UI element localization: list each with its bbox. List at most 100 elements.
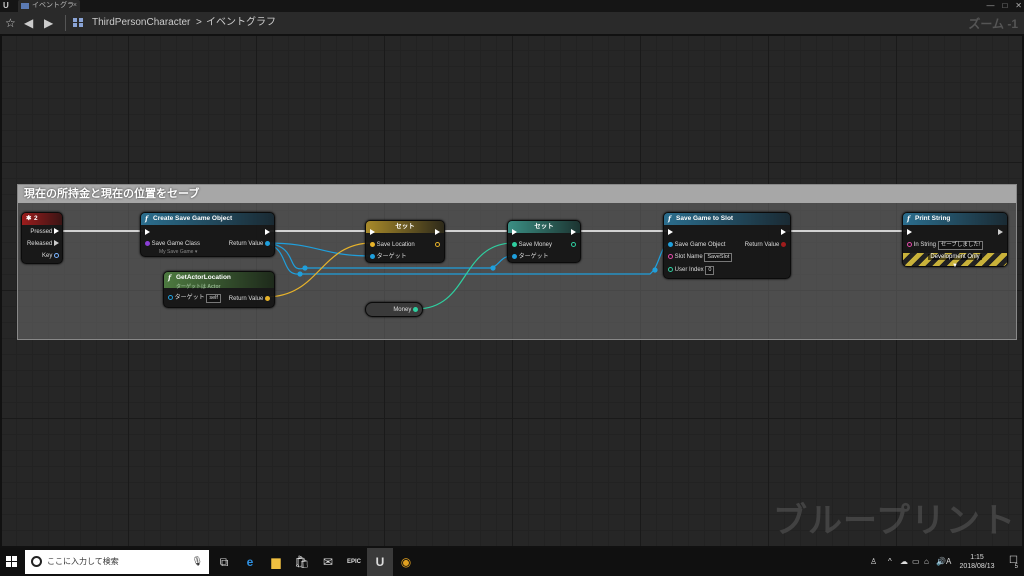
tray-expand-icon[interactable]: ^ bbox=[888, 557, 892, 566]
set-save-location-node[interactable]: セット Save Location ターゲット bbox=[365, 220, 445, 263]
exec-pin-icon[interactable] bbox=[265, 229, 270, 236]
exec-pin-icon[interactable] bbox=[512, 229, 517, 236]
volume-icon[interactable]: 🔊 bbox=[936, 557, 946, 566]
object-pin-icon[interactable] bbox=[168, 294, 173, 300]
maximize-button[interactable]: □ bbox=[1002, 1, 1008, 10]
pin-save-game-object[interactable]: Save Game Object bbox=[668, 241, 725, 249]
pin-pressed[interactable]: Pressed bbox=[30, 228, 59, 236]
pin-return-value[interactable]: Return Value bbox=[229, 295, 270, 303]
close-button[interactable]: ✕ bbox=[1015, 1, 1022, 10]
float-pin-icon[interactable] bbox=[571, 241, 576, 247]
pin-slot-name[interactable]: Slot Name SaveSlot bbox=[668, 253, 733, 262]
task-view-icon[interactable]: ⧉ bbox=[219, 555, 229, 569]
class-dropdown[interactable]: My Save Game ▾ bbox=[159, 249, 198, 255]
money-variable-node[interactable]: Money bbox=[365, 302, 423, 317]
unreal-editor-icon[interactable]: U bbox=[375, 555, 385, 569]
int-pin-icon[interactable] bbox=[668, 266, 673, 272]
file-explorer-icon[interactable]: ▆ bbox=[271, 555, 281, 569]
exec-in-pin[interactable] bbox=[145, 229, 150, 237]
object-pin-icon[interactable] bbox=[370, 253, 375, 259]
key-event-node[interactable]: ✱ 2 Pressed Released Key bbox=[21, 212, 63, 264]
blueprint-graph[interactable]: 現在の所持金と現在の位置をセーブ ✱ 2 Pressed Released Ke… bbox=[0, 34, 1024, 548]
pin-output-money[interactable] bbox=[571, 241, 576, 249]
in-string-field[interactable]: セーブしました! bbox=[937, 241, 984, 250]
pin-save-location[interactable]: Save Location bbox=[370, 241, 415, 249]
slot-name-field[interactable]: SaveSlot bbox=[704, 253, 733, 262]
pin-user-index[interactable]: User Index 0 bbox=[668, 266, 715, 275]
exec-out-pin[interactable] bbox=[435, 229, 440, 237]
pin-money-out[interactable]: Money bbox=[393, 306, 418, 314]
notification-icon[interactable]: ☐ bbox=[1009, 555, 1018, 566]
store-icon[interactable]: 🛍 bbox=[294, 555, 310, 569]
bool-pin-icon[interactable] bbox=[781, 241, 786, 247]
vector-pin-icon[interactable] bbox=[265, 295, 270, 301]
exec-pin-icon[interactable] bbox=[781, 229, 786, 236]
back-arrow-icon[interactable]: ◀ bbox=[24, 16, 34, 30]
network-icon[interactable]: ⌂ bbox=[924, 557, 929, 566]
float-pin-icon[interactable] bbox=[413, 306, 418, 312]
struct-pin-icon[interactable] bbox=[54, 252, 59, 258]
pin-return-value[interactable]: Return Value bbox=[229, 240, 270, 248]
exec-pin-icon[interactable] bbox=[54, 240, 59, 247]
pin-target[interactable]: ターゲット self bbox=[168, 294, 221, 303]
pin-in-string[interactable]: In String セーブしました! bbox=[907, 241, 984, 250]
edge-browser-icon[interactable]: e bbox=[246, 555, 254, 569]
exec-in-pin[interactable] bbox=[370, 229, 375, 237]
comment-header[interactable]: 現在の所持金と現在の位置をセーブ bbox=[18, 185, 1016, 203]
string-pin-icon[interactable] bbox=[907, 241, 912, 247]
user-index-field[interactable]: 0 bbox=[705, 266, 715, 275]
object-pin-icon[interactable] bbox=[668, 241, 673, 247]
string-pin-icon[interactable] bbox=[668, 253, 673, 259]
search-box[interactable]: ここに入力して検索 🎙 bbox=[25, 550, 209, 574]
pin-save-game-class[interactable]: Save Game Class bbox=[145, 240, 200, 248]
person-icon[interactable]: ♙ bbox=[870, 557, 878, 566]
exec-pin-icon[interactable] bbox=[998, 229, 1003, 236]
breadcrumb-parent[interactable]: ThirdPersonCharacter bbox=[92, 17, 191, 28]
breadcrumb-current[interactable]: イベントグラフ bbox=[206, 17, 276, 28]
pin-released[interactable]: Released bbox=[27, 240, 59, 248]
exec-pin-icon[interactable] bbox=[435, 229, 440, 236]
expand-chevron-icon[interactable]: ▼ bbox=[952, 263, 958, 269]
pin-return-value[interactable]: Return Value bbox=[745, 241, 786, 249]
start-button[interactable] bbox=[0, 548, 24, 576]
pin-target[interactable]: ターゲット bbox=[370, 253, 407, 261]
float-pin-icon[interactable] bbox=[512, 241, 517, 247]
exec-in-pin[interactable] bbox=[512, 229, 517, 237]
exec-pin-icon[interactable] bbox=[907, 229, 912, 236]
target-self-field[interactable]: self bbox=[206, 294, 221, 303]
exec-pin-icon[interactable] bbox=[370, 229, 375, 236]
exec-pin-icon[interactable] bbox=[571, 229, 576, 236]
vector-pin-icon[interactable] bbox=[370, 241, 375, 247]
epic-launcher-icon[interactable]: EPIC bbox=[346, 559, 361, 565]
exec-in-pin[interactable] bbox=[907, 229, 912, 237]
set-save-money-node[interactable]: セット Save Money ターゲット bbox=[507, 220, 581, 263]
tab-event-graph[interactable]: イベントグラフ × bbox=[18, 0, 80, 21]
battery-icon[interactable]: ▭ bbox=[912, 557, 920, 566]
minimize-button[interactable]: — bbox=[986, 1, 995, 10]
favorite-star-icon[interactable]: ☆ bbox=[5, 16, 16, 30]
exec-out-pin[interactable] bbox=[265, 229, 270, 237]
object-pin-icon[interactable] bbox=[512, 253, 517, 259]
pin-save-money[interactable]: Save Money bbox=[512, 241, 552, 249]
forward-arrow-icon[interactable]: ▶ bbox=[44, 16, 54, 30]
ime-icon[interactable]: A bbox=[946, 557, 952, 566]
mail-icon[interactable]: ✉ bbox=[322, 555, 334, 569]
exec-pin-icon[interactable] bbox=[54, 228, 59, 235]
exec-out-pin[interactable] bbox=[571, 229, 576, 237]
tab-close-icon[interactable]: × bbox=[72, 2, 77, 9]
pin-key[interactable]: Key bbox=[42, 252, 59, 260]
pin-output-location[interactable] bbox=[435, 241, 440, 249]
exec-out-pin[interactable] bbox=[998, 229, 1003, 237]
pin-target[interactable]: ターゲット bbox=[512, 253, 549, 261]
vector-pin-icon[interactable] bbox=[435, 241, 440, 247]
exec-pin-icon[interactable] bbox=[145, 229, 150, 236]
chrome-icon[interactable]: ◉ bbox=[400, 555, 412, 569]
exec-out-pin[interactable] bbox=[781, 229, 786, 237]
object-pin-icon[interactable] bbox=[265, 240, 270, 246]
microphone-icon[interactable]: 🎙 bbox=[191, 556, 203, 566]
class-pin-icon[interactable] bbox=[145, 240, 150, 246]
